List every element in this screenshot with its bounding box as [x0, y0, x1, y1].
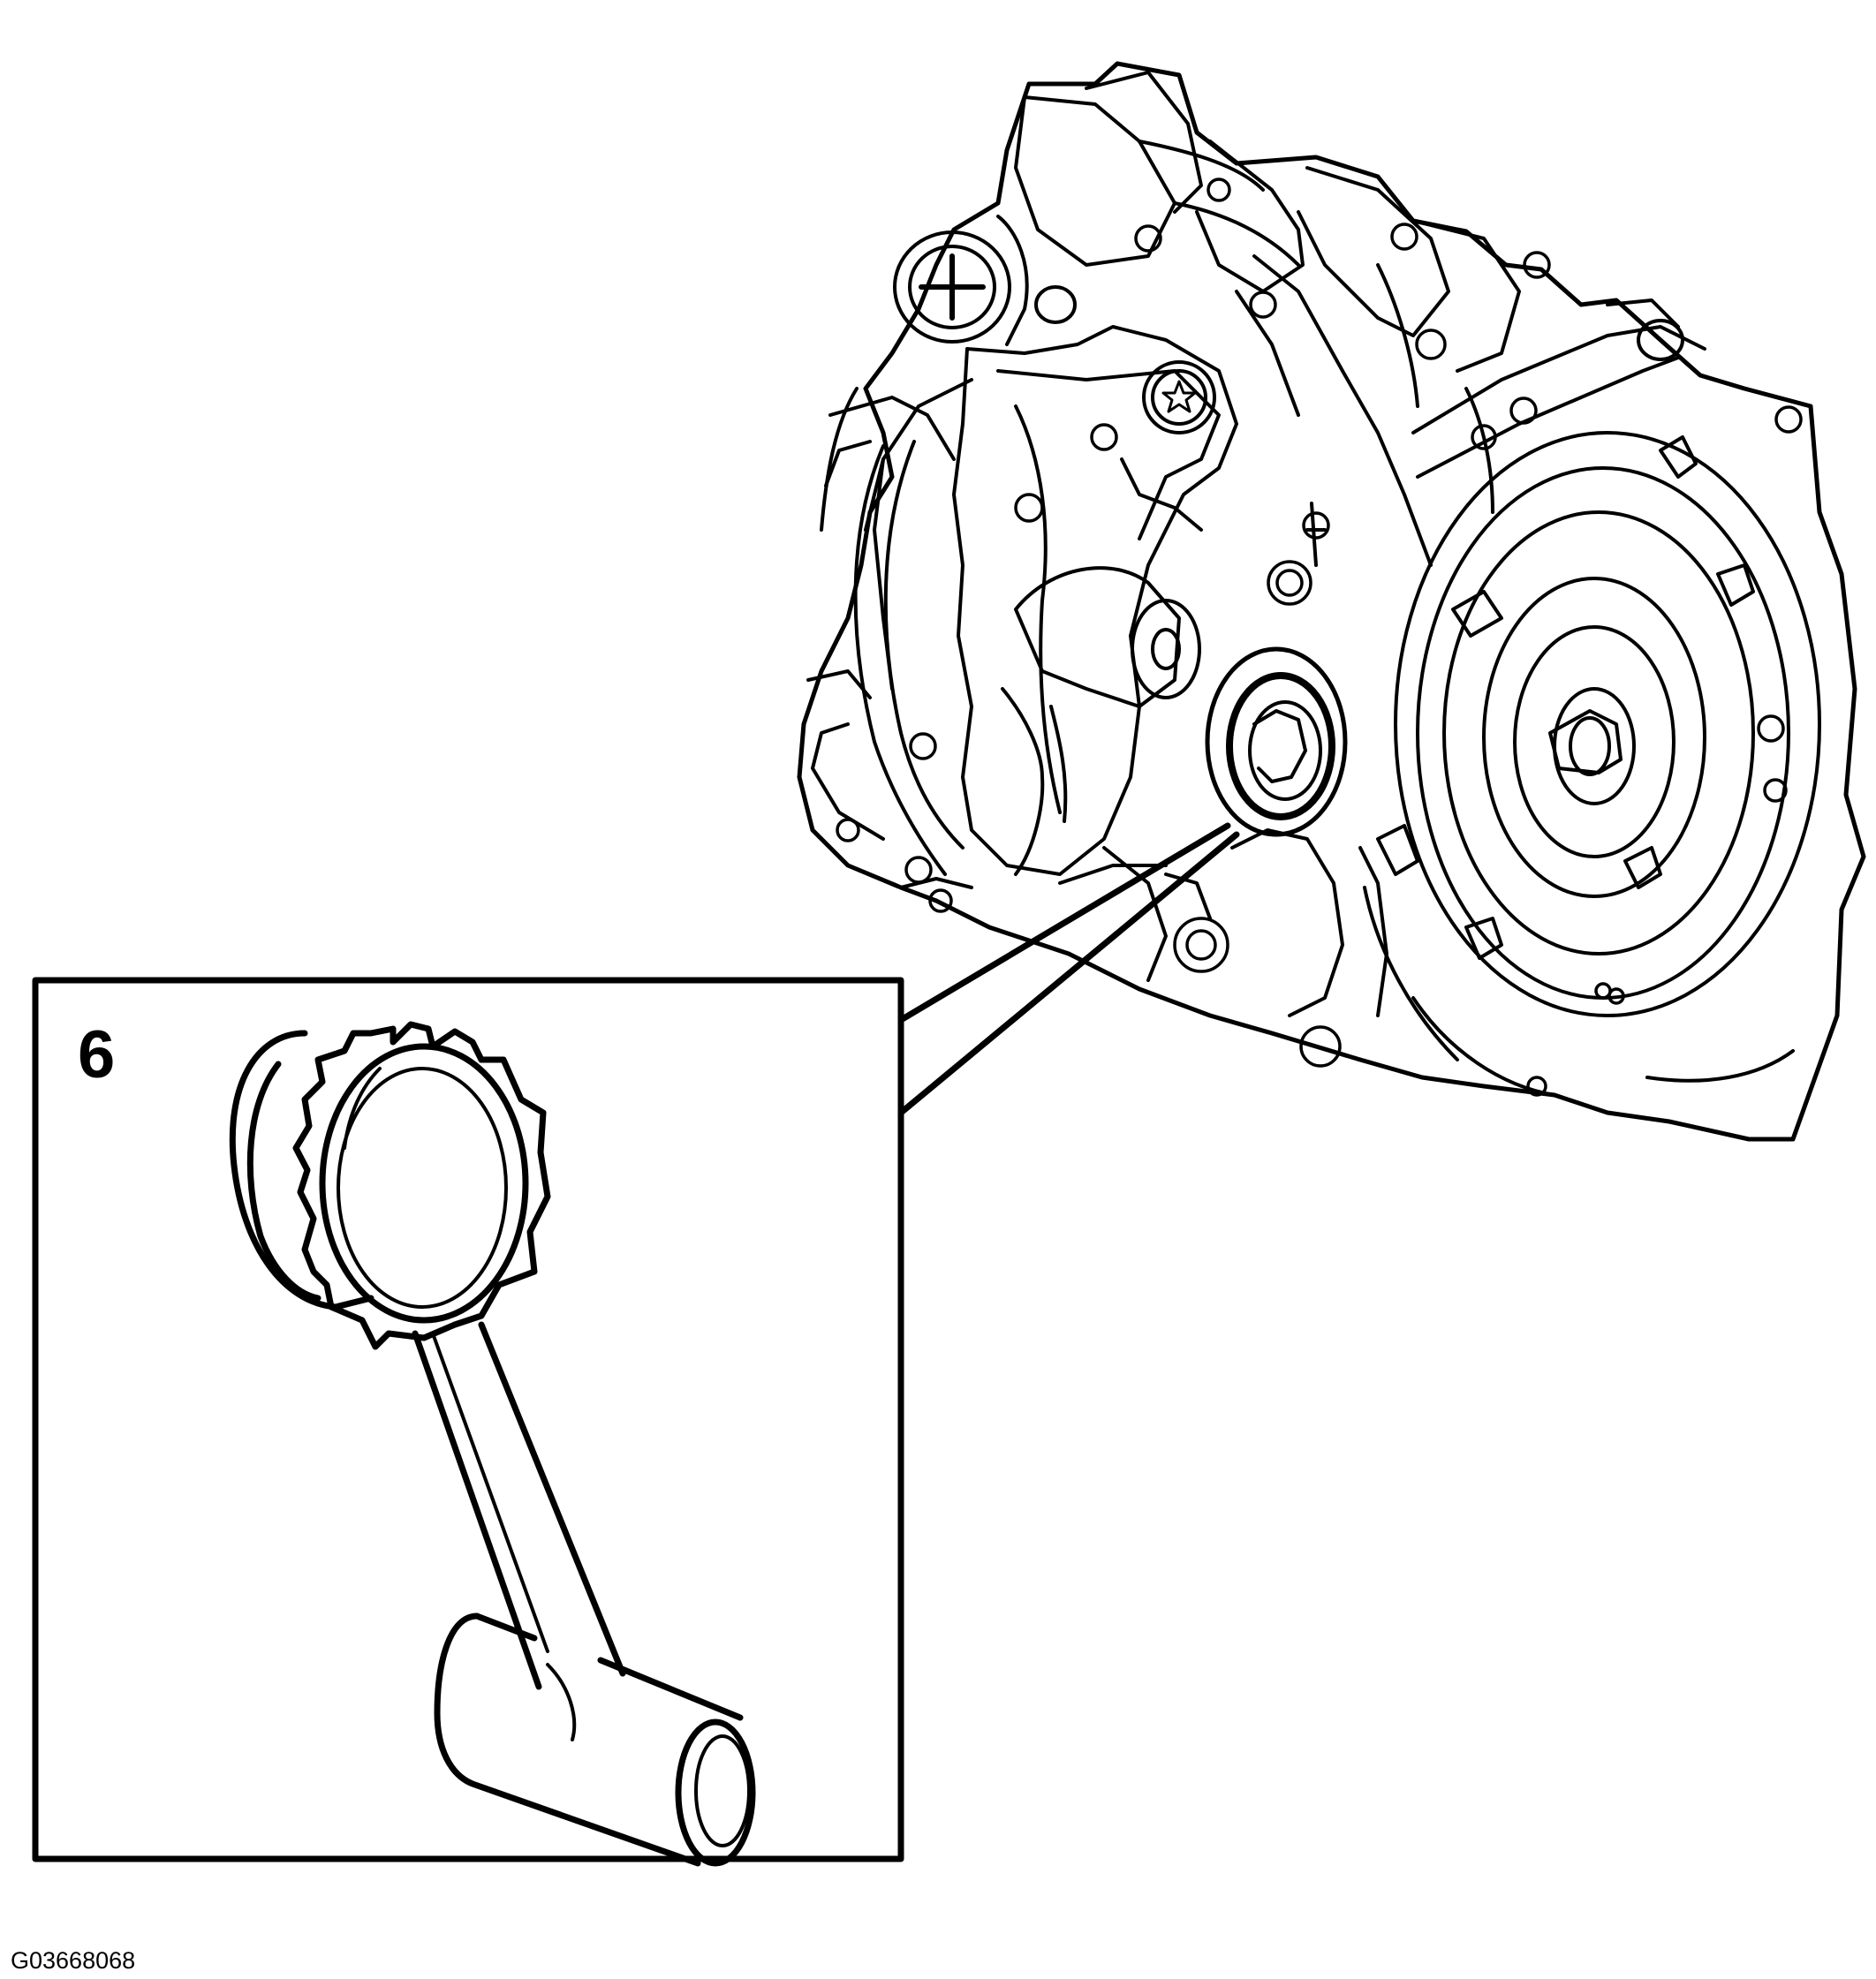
- figure-code-label: G03668068: [11, 1947, 135, 1974]
- output-seal-icon: [1205, 646, 1348, 837]
- transmission-assembly-icon: [797, 61, 1866, 1142]
- seal-installer-tool-icon: [229, 1021, 756, 1867]
- item-number-label: 6: [78, 1017, 115, 1092]
- detail-frame: [32, 977, 904, 1862]
